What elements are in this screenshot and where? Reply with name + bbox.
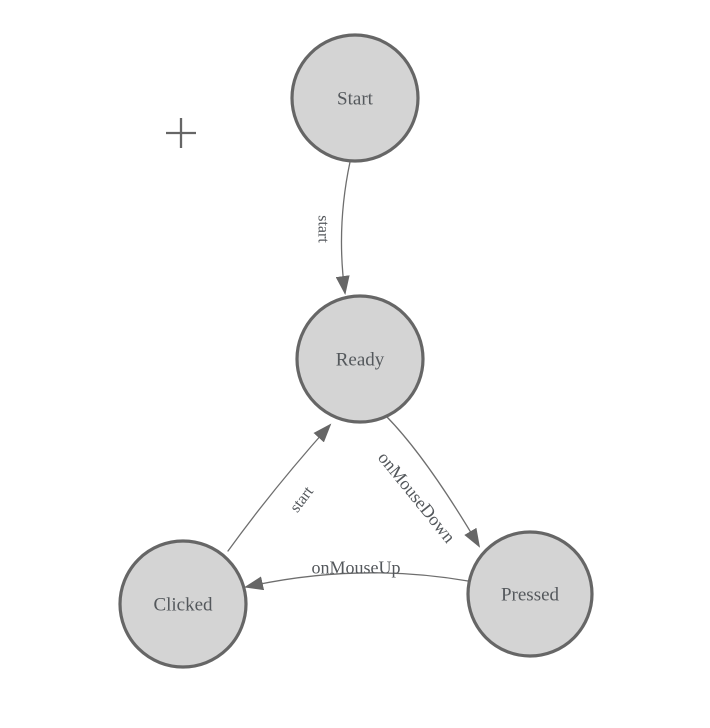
state-circle-start[interactable] [290, 33, 420, 163]
state-node-clicked[interactable]: Clicked [118, 539, 248, 669]
state-circle-pressed[interactable] [466, 530, 594, 658]
transition-edge-clicked-to-ready[interactable] [227, 423, 332, 552]
state-node-pressed[interactable]: Pressed [466, 530, 594, 658]
state-label-clicked: Clicked [153, 595, 213, 616]
state-circle-clicked[interactable] [118, 539, 248, 669]
transition-edge-pressed-to-clicked[interactable] [244, 572, 469, 591]
state-label-ready: Ready [336, 350, 385, 371]
transition-edge-start-to-ready[interactable] [335, 161, 351, 295]
plus-crosshair-icon [166, 118, 196, 148]
transition-edge-ready-to-pressed[interactable] [386, 416, 481, 548]
transition-label-clicked-to-ready: start [287, 483, 317, 516]
transition-label-pressed-to-clicked: onMouseUp [312, 557, 401, 577]
state-label-start: Start [337, 89, 374, 110]
state-node-start[interactable]: Start [290, 33, 420, 163]
state-label-pressed: Pressed [501, 585, 560, 606]
state-circle-ready[interactable] [295, 294, 425, 424]
state-node-ready[interactable]: Ready [295, 294, 425, 424]
transition-label-ready-to-pressed: onMouseDown [374, 448, 459, 547]
transition-label-start-to-ready: start [314, 215, 331, 243]
